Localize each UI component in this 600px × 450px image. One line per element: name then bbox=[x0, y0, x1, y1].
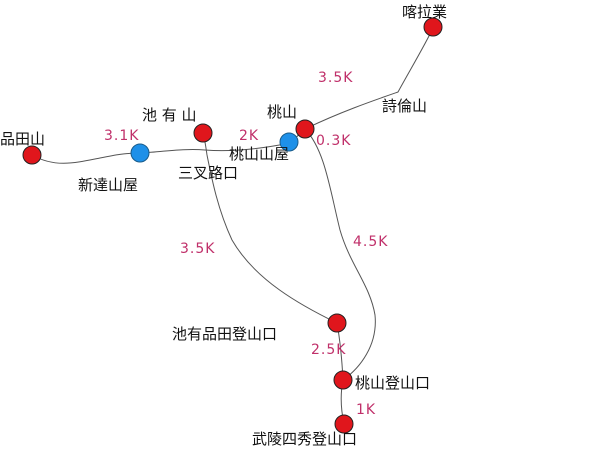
distance-pintian-xinda: 3.1K bbox=[104, 128, 139, 144]
wuling-trailhead-marker[interactable] bbox=[334, 414, 354, 434]
distance-taoshan-taoshan-trailhead: 4.5K bbox=[353, 234, 388, 250]
xinda-hut-marker[interactable] bbox=[130, 143, 150, 163]
kalaye-label: 喀拉業 bbox=[402, 3, 447, 21]
chiyou-trailhead-marker[interactable] bbox=[327, 313, 347, 333]
distance-taoshan-kalaye: 3.5K bbox=[318, 70, 353, 86]
hut-markers bbox=[130, 132, 299, 163]
distance-taoshan-trailhead-wuling: 1K bbox=[356, 402, 376, 418]
trail-taoshan-kalaye bbox=[304, 27, 434, 130]
shilun-label: 詩倫山 bbox=[382, 97, 427, 115]
chiyou-trailhead-label: 池有品田登山口 bbox=[172, 325, 277, 343]
pintian-label: 品田山 bbox=[0, 130, 45, 148]
place-labels: 喀拉業 詩倫山 桃山 桃山山屋 池 有 山 品田山 新達山屋 三叉路口 池有品田… bbox=[0, 3, 447, 448]
peak-markers bbox=[22, 17, 443, 434]
trail-taoshan-taoshan-trailhead bbox=[304, 128, 376, 381]
taoshan-peak-marker[interactable] bbox=[295, 119, 315, 139]
distance-taoshan-hut: 0.3K bbox=[316, 133, 351, 149]
pintian-peak-marker[interactable] bbox=[22, 145, 42, 165]
trail-sancha-chiyou-trailhead bbox=[206, 154, 338, 324]
distance-sancha-chiyou-trailhead: 3.5K bbox=[180, 241, 215, 257]
taoshan-label: 桃山 bbox=[267, 103, 297, 121]
sancha-label: 三叉路口 bbox=[178, 164, 238, 182]
taoshan-trailhead-marker[interactable] bbox=[333, 370, 353, 390]
wuling-trailhead-label: 武陵四秀登山口 bbox=[252, 430, 357, 448]
chiyou-label: 池 有 山 bbox=[142, 106, 197, 124]
taoshan-trailhead-label: 桃山登山口 bbox=[355, 374, 430, 392]
kalaye-peak-marker[interactable] bbox=[423, 17, 443, 37]
trail-pintian-xinda bbox=[31, 152, 141, 164]
distance-labels: 3.5K 3.1K 2K 0.3K 3.5K 4.5K 2.5K 1K bbox=[104, 70, 388, 418]
chiyou-peak-marker[interactable] bbox=[193, 123, 213, 143]
distance-chiyou-trailhead-taoshan-trailhead: 2.5K bbox=[311, 342, 346, 358]
distance-chiyou-taoshan: 2K bbox=[239, 128, 259, 144]
taoshan-hut-marker[interactable] bbox=[279, 132, 299, 152]
trail-xinda-sancha bbox=[139, 142, 291, 154]
xinda-hut-label: 新達山屋 bbox=[78, 176, 138, 194]
trail-network bbox=[31, 27, 434, 425]
taoshan-hut-label: 桃山山屋 bbox=[229, 145, 289, 163]
